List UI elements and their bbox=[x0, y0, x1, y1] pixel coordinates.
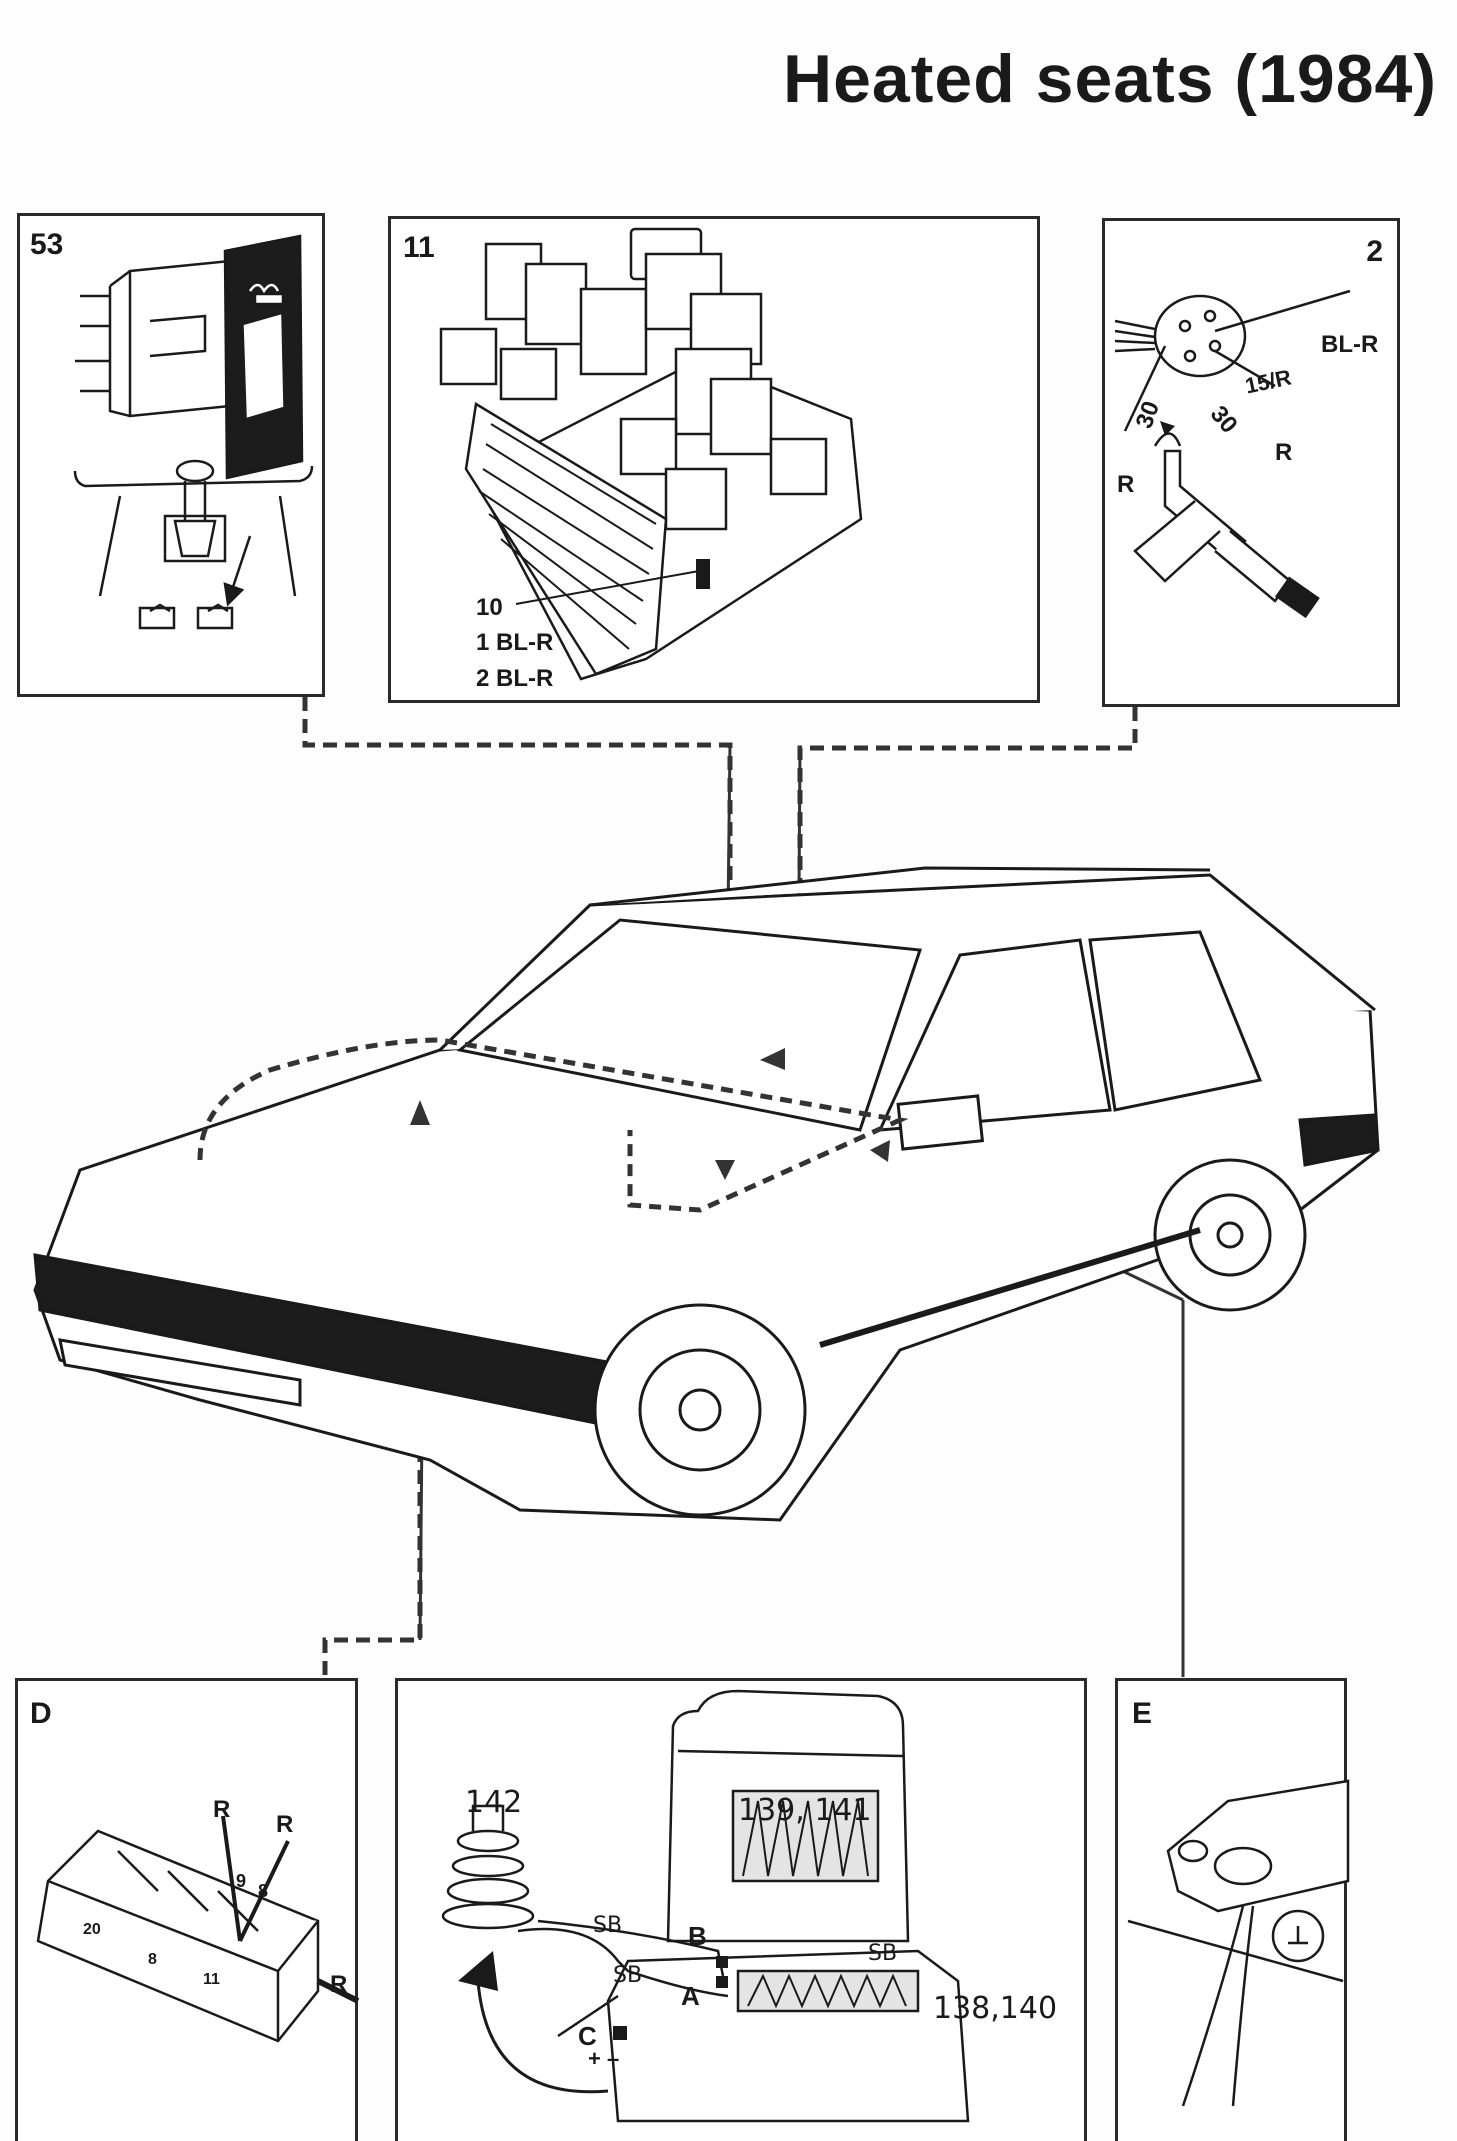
label-c: C bbox=[578, 2021, 597, 2051]
panel-ignition: 2 BL-R 15/R 30 30 R R bbox=[1102, 218, 1400, 707]
wire-label-2: 2 BL-R bbox=[476, 665, 554, 692]
panel-seat: 142 139, 141 138,140 SB SB SB A B C + – bbox=[395, 1678, 1087, 2141]
ground-illustration bbox=[1127, 1779, 1350, 2107]
label-a: A bbox=[681, 1981, 700, 2011]
panel-ground: E bbox=[1115, 1678, 1350, 2141]
label-138-140: 138,140 bbox=[933, 1991, 1058, 2026]
panel-number: 11 bbox=[403, 231, 435, 264]
fuse-label: 10 bbox=[476, 594, 503, 621]
ignition-illustration bbox=[1114, 289, 1351, 619]
panel-fusebox: 11 bbox=[388, 216, 1040, 703]
pin-8-top: 8 bbox=[258, 1881, 269, 1901]
label-r-top2: R bbox=[276, 1811, 294, 1838]
connector-illustration bbox=[36, 1815, 360, 2043]
fusebox-illustration bbox=[439, 227, 863, 681]
panel-connector: D R R R 9 8 20 8 11 bbox=[15, 1678, 360, 2141]
panel-letter: D bbox=[30, 1697, 52, 1730]
label-sb-1: SB bbox=[593, 1913, 623, 1938]
pin-9: 9 bbox=[236, 1871, 247, 1891]
label-r-side: R bbox=[330, 1971, 348, 1998]
label-r-top1: R bbox=[213, 1796, 231, 1823]
label-b: B bbox=[688, 1921, 707, 1951]
label-r2: R bbox=[1117, 471, 1135, 498]
switch-illustration bbox=[73, 234, 314, 630]
label-r1: R bbox=[1275, 439, 1293, 466]
pin-8: 8 bbox=[148, 1951, 157, 1968]
label-blr: BL-R bbox=[1321, 331, 1379, 358]
page-title: Heated seats (1984) bbox=[782, 41, 1437, 117]
label-sb-3: SB bbox=[868, 1941, 898, 1966]
wire-label-1: 1 BL-R bbox=[476, 629, 554, 656]
label-sb-2: SB bbox=[613, 1963, 643, 1988]
pin-20: 20 bbox=[83, 1921, 101, 1938]
panel-switch: 53 bbox=[17, 213, 325, 697]
label-plus-minus: + – bbox=[588, 2046, 620, 2071]
seat-illustration bbox=[441, 1689, 970, 2123]
label-142: 142 bbox=[465, 1785, 523, 1820]
panel-number: 53 bbox=[30, 228, 64, 261]
panel-number: 2 bbox=[1366, 235, 1383, 268]
pin-11: 11 bbox=[203, 1971, 220, 1988]
label-139-141: 139, 141 bbox=[738, 1793, 872, 1828]
panel-letter: E bbox=[1132, 1697, 1153, 1730]
